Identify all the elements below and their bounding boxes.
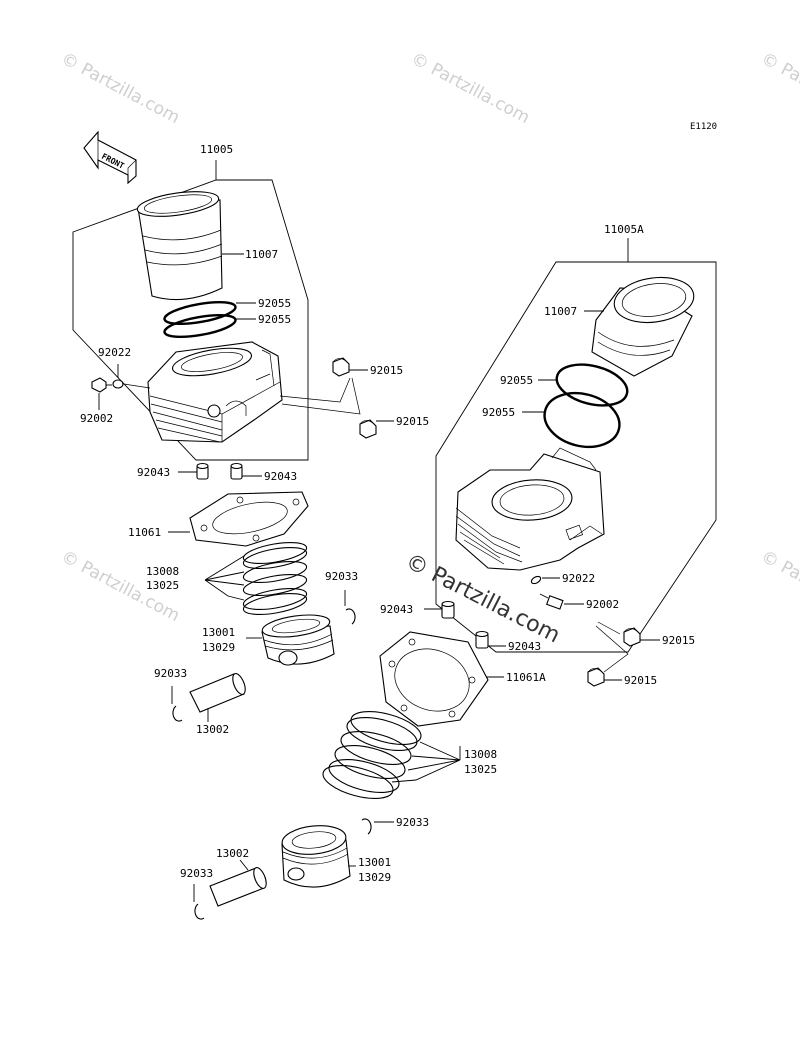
label-left-washer: 92022 (98, 346, 131, 359)
right-piston-rings (322, 711, 422, 799)
right-cap-nut (587, 667, 605, 687)
right-base-gasket (379, 631, 489, 727)
watermarks: © Partzilla.com © Partzilla.com © Partzi… (58, 49, 800, 626)
label-left-liner: 11007 (245, 248, 278, 261)
watermark: © Partzilla.com (408, 49, 533, 128)
right-o-ring (543, 391, 621, 449)
label-right-clip-1: 92033 (396, 816, 429, 829)
label-left-rings-2: 13025 (146, 579, 179, 592)
front-arrow-icon: FRONT (83, 130, 137, 185)
label-right-dowel-1: 92043 (380, 603, 413, 616)
right-dowel (441, 600, 455, 619)
label-right-liner: 11007 (544, 305, 577, 318)
label-right-assembly: 11005A (604, 223, 644, 236)
label-left-assembly: 11005 (200, 143, 233, 156)
left-piston (261, 614, 335, 666)
left-piston-rings (242, 541, 308, 616)
label-left-nut-1: 92015 (370, 364, 403, 377)
label-right-piston-1: 13001 (358, 856, 391, 869)
left-base-gasket (189, 491, 309, 547)
label-left-rings-1: 13008 (146, 565, 179, 578)
right-washer (530, 575, 542, 585)
label-right-rings-2: 13025 (464, 763, 497, 776)
right-dowel (475, 630, 489, 649)
label-right-dowel-2: 92043 (508, 640, 541, 653)
left-cap-nut (359, 419, 377, 439)
right-bolt (539, 593, 564, 610)
left-dowel (196, 462, 209, 480)
label-right-clip-2: 92033 (180, 867, 213, 880)
label-left-oring-1: 92055 (258, 297, 291, 310)
right-piston (281, 825, 351, 888)
left-piston-pin (189, 673, 246, 713)
left-o-ring (163, 313, 237, 339)
label-right-oring-2: 92055 (482, 406, 515, 419)
label-right-gasket: 11061A (506, 671, 546, 684)
left-circlip (172, 705, 183, 722)
label-left-clip-2: 92033 (154, 667, 187, 680)
label-left-dowel-1: 92043 (137, 466, 170, 479)
left-bolt (91, 377, 112, 393)
right-circlip (361, 818, 372, 835)
watermark: © Partzilla.com (58, 49, 183, 128)
label-left-gasket: 11061 (128, 526, 161, 539)
label-right-washer: 92022 (562, 572, 595, 585)
label-left-oring-2: 92055 (258, 313, 291, 326)
left-cylinder-liner (136, 191, 223, 301)
left-dowel (230, 462, 243, 480)
label-right-nut-1: 92015 (662, 634, 695, 647)
label-left-dowel-2: 92043 (264, 470, 297, 483)
left-cylinder-block (147, 341, 283, 443)
label-left-clip-1: 92033 (325, 570, 358, 583)
right-cylinder-block (455, 447, 605, 571)
label-right-rings-1: 13008 (464, 748, 497, 761)
right-piston-pin (209, 867, 267, 907)
label-right-pin: 13002 (216, 847, 249, 860)
label-right-piston-2: 13029 (358, 871, 391, 884)
label-left-nut-2: 92015 (396, 415, 429, 428)
watermark: © Partzilla.com (758, 547, 800, 626)
left-washer (112, 379, 124, 389)
right-o-ring (555, 363, 629, 407)
watermark: © Partzilla.com (758, 49, 800, 128)
label-left-piston-1: 13001 (202, 626, 235, 639)
right-circlip (194, 903, 205, 920)
label-left-pin: 13002 (196, 723, 229, 736)
label-right-bolt: 92002 (586, 598, 619, 611)
label-left-piston-2: 13029 (202, 641, 235, 654)
right-cylinder-liner (591, 276, 695, 377)
left-o-ring (163, 300, 237, 326)
left-cap-nut (332, 357, 350, 377)
diagram-code: E1120 (690, 122, 717, 132)
label-right-nut-2: 92015 (624, 674, 657, 687)
label-right-oring-1: 92055 (500, 374, 533, 387)
right-cap-nut (623, 627, 641, 647)
left-circlip (345, 608, 356, 625)
label-left-bolt: 92002 (80, 412, 113, 425)
